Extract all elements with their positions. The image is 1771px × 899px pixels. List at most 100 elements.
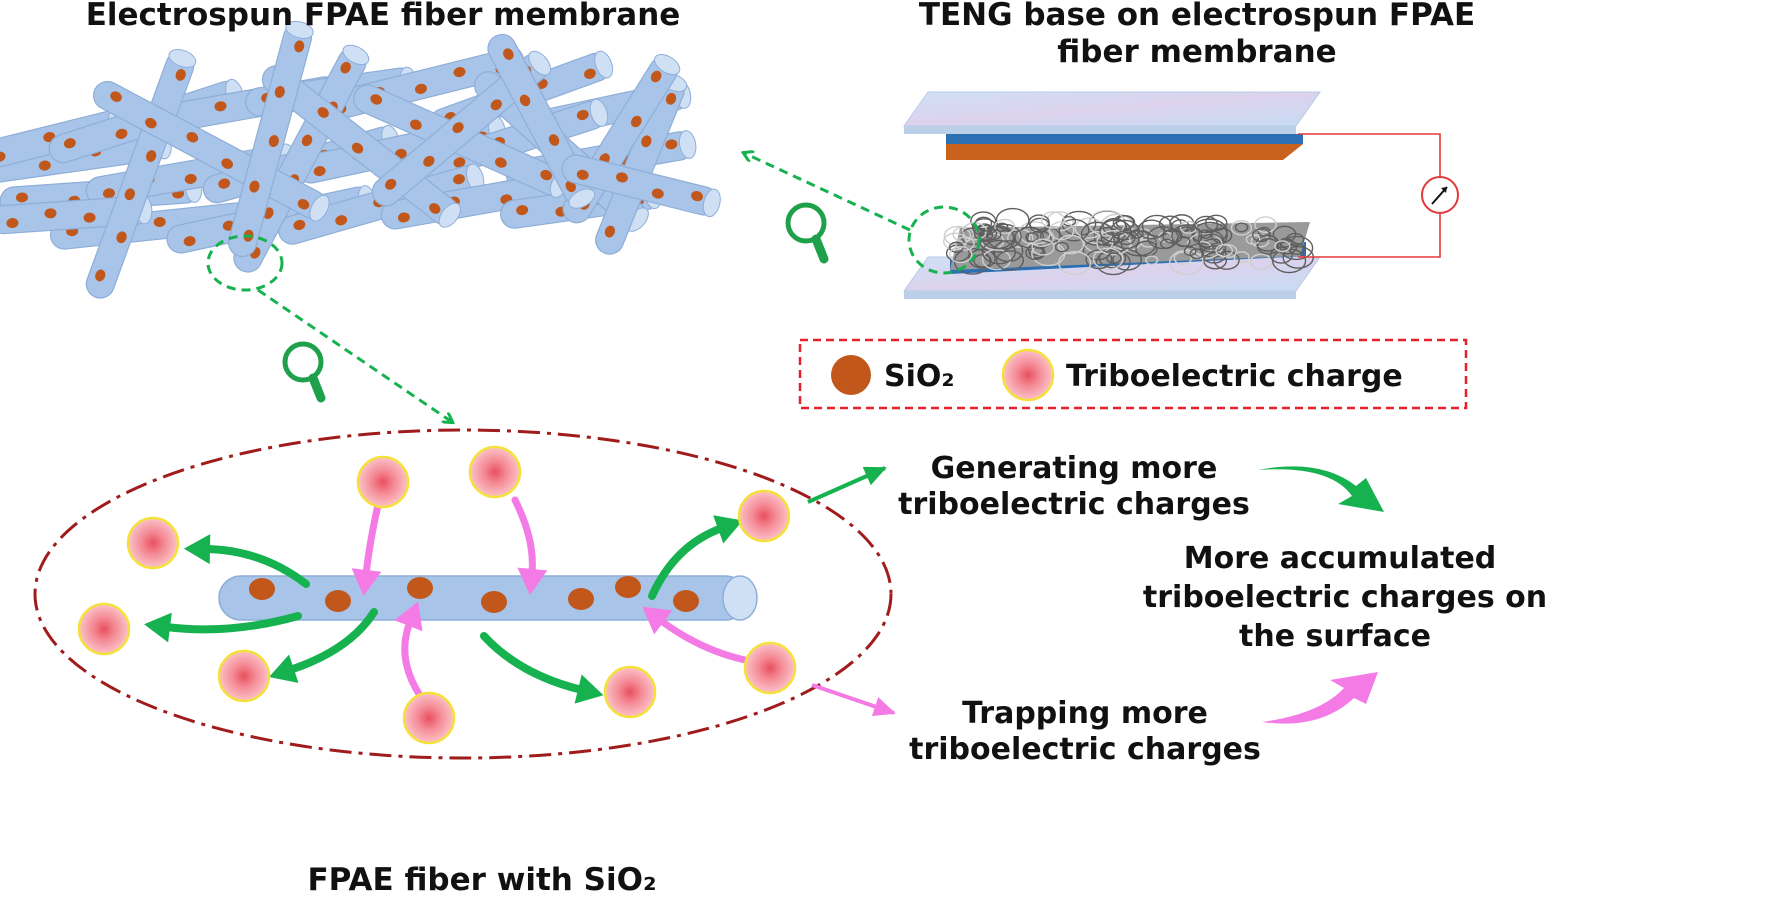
sio2-particle — [665, 92, 677, 105]
charge-flow-arrows — [144, 496, 749, 704]
fiber-membrane-illustration — [0, 20, 721, 299]
triboelectric-charge — [77, 602, 131, 656]
sio2-particle — [576, 109, 589, 121]
triboelectric-charge — [402, 691, 456, 745]
sio2-particle — [110, 91, 122, 102]
arrow-generating-to-result — [1258, 466, 1384, 512]
sio2-particle — [568, 588, 594, 610]
sio2-particle — [249, 578, 275, 600]
curved-arrow-head — [351, 568, 382, 596]
triboelectric-charge — [743, 641, 797, 695]
sio2-particle — [183, 236, 196, 247]
sio2-particle — [325, 590, 351, 612]
curved-arrow-head — [574, 674, 604, 704]
sio2-particle — [301, 134, 313, 147]
sio2-particle — [604, 225, 616, 238]
sio2-particle — [268, 135, 279, 147]
sio2-particle — [516, 205, 529, 216]
sio2-particle — [429, 203, 441, 214]
sio2-particle — [397, 212, 410, 223]
teng-zoom-circle — [907, 205, 981, 275]
sio2-particle — [95, 269, 106, 282]
curved-arrow-head — [713, 515, 743, 544]
generating-text-line2: triboelectric charges — [898, 487, 1250, 522]
legend-box: SiO₂ Triboelectric charge — [798, 338, 1468, 410]
legend-sio2-label: SiO₂ — [884, 359, 955, 394]
sio2-particle — [15, 192, 28, 203]
teng-device — [903, 91, 1459, 299]
sio2-particle — [691, 191, 703, 202]
sio2-particle — [38, 160, 51, 171]
result-text-line3: the surface — [1239, 619, 1431, 654]
membrane-title: Electrospun FPAE fiber membrane — [86, 0, 681, 33]
sio2-particle — [423, 155, 435, 167]
sio2-particle — [186, 131, 199, 143]
result-text-line2: triboelectric charges on — [1143, 580, 1547, 615]
teng-fiber-mat — [942, 207, 1314, 276]
membrane-zoom-circle — [206, 234, 284, 292]
sio2-particle — [0, 151, 6, 162]
membrane-zoom-connector — [257, 288, 452, 422]
sio2-particle — [293, 219, 306, 231]
sio2-particle — [184, 173, 197, 184]
sio2-particle — [565, 180, 576, 193]
sio2-particle — [540, 169, 553, 181]
arrow-trapping-to-result — [1262, 672, 1378, 724]
sio2-particle — [453, 174, 465, 185]
sio2-particle — [335, 215, 348, 226]
sio2-particle — [665, 139, 678, 150]
sio2-particle — [6, 218, 19, 229]
sio2-particle — [519, 94, 531, 107]
sio2-particle — [146, 150, 157, 162]
sio2-particle — [651, 188, 664, 199]
curved-arrow-head — [642, 606, 673, 635]
sio2-particle — [407, 577, 433, 599]
trapping-text-line2: triboelectric charges — [909, 732, 1261, 767]
sio2-particle — [481, 591, 507, 613]
legend-sio2-swatch — [831, 355, 871, 395]
sio2-particle — [503, 48, 514, 60]
triboelectric-charge — [356, 455, 410, 509]
zoom-ellipse — [33, 428, 893, 760]
sio2-particle — [297, 198, 310, 210]
triboelectric-charge — [126, 516, 180, 570]
curved-arrow-head — [269, 654, 299, 683]
sio2-particle — [452, 122, 464, 134]
arrow-to-trapping — [811, 683, 896, 717]
fiber-sio2-particles — [249, 576, 699, 613]
sio2-particle — [673, 590, 699, 612]
curved-arrow-head — [517, 567, 548, 596]
sio2-particle — [576, 169, 589, 180]
teng-title-line2: fiber membrane — [1057, 34, 1336, 70]
single-fiber — [218, 575, 758, 621]
magnifier-icon — [282, 341, 326, 403]
sio2-particle — [351, 142, 364, 154]
teng-top-plate — [903, 91, 1321, 127]
sio2-particle — [214, 101, 227, 112]
legend-charge-swatch — [1001, 348, 1055, 402]
magnifier-icon — [785, 202, 829, 264]
sio2-particle — [453, 66, 466, 78]
triboelectric-charge — [603, 665, 657, 719]
triboelectric-charges — [77, 445, 797, 745]
sio2-particle — [410, 119, 422, 130]
sio2-particle — [124, 188, 135, 201]
teng-zoom-connector — [744, 153, 911, 232]
membrane-fiber — [227, 20, 314, 257]
sio2-particle — [63, 138, 76, 149]
sio2-particle — [615, 576, 641, 598]
curved-arrow-head — [183, 534, 211, 565]
sio2-particle — [102, 188, 115, 199]
sio2-particle — [490, 99, 502, 111]
sio2-particle — [294, 40, 305, 53]
sio2-particle — [630, 115, 642, 128]
sio2-particle — [340, 61, 351, 74]
curved-arrow-head — [394, 601, 423, 632]
sio2-particle — [641, 135, 652, 148]
sio2-particle — [218, 178, 231, 189]
arrow-to-generating — [807, 466, 887, 504]
ammeter-icon — [1421, 176, 1459, 214]
sio2-particle — [317, 107, 329, 118]
sio2-particle — [175, 68, 186, 81]
